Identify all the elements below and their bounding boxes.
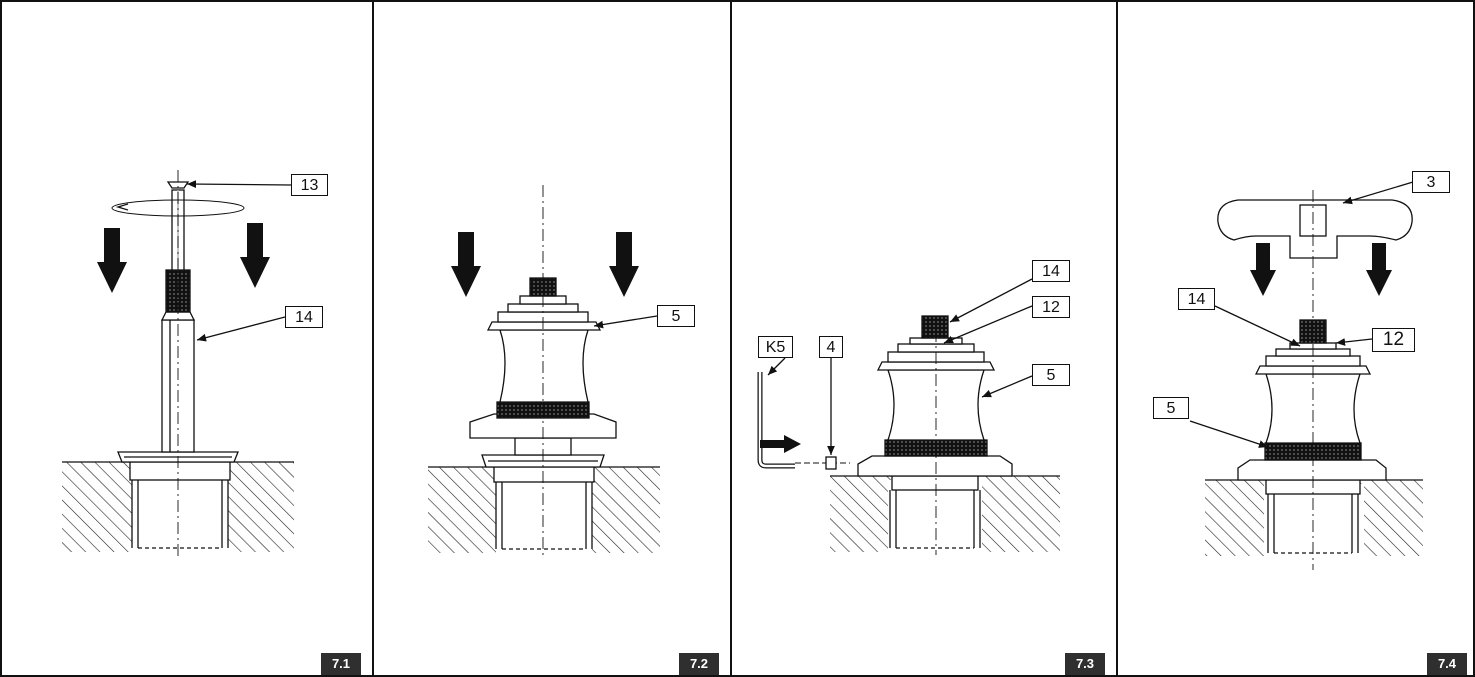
panel-7-3: K5 4 14 12 5 7.3	[731, 0, 1117, 677]
callout-k5: K5	[758, 336, 793, 358]
callout-14: 14	[285, 306, 323, 328]
callout-12: 12	[1032, 296, 1070, 318]
callout-5: 5	[1032, 364, 1070, 386]
callout-3: 3	[1412, 171, 1450, 193]
callout-14: 14	[1032, 260, 1070, 282]
callout-14: 14	[1178, 288, 1215, 310]
panel-number-badge: 7.4	[1427, 653, 1467, 675]
panel-7-4-drawing	[1189, 181, 1423, 570]
panel-number-badge: 7.2	[679, 653, 719, 675]
panel-number-badge: 7.3	[1065, 653, 1105, 675]
panel-number-badge: 7.1	[321, 653, 361, 675]
callout-4: 4	[819, 336, 843, 358]
callout-5: 5	[1153, 397, 1189, 419]
callout-12: 12	[1372, 328, 1415, 352]
panel-7-3-drawing	[757, 278, 1060, 555]
panel-7-1-drawing	[62, 170, 294, 560]
panel-7-2-drawing	[428, 185, 660, 555]
callout-5: 5	[657, 305, 695, 327]
panel-7-2: 5 7.2	[373, 0, 731, 677]
callout-13: 13	[291, 174, 328, 196]
panel-7-4: 3 14 12 5 7.4	[1117, 0, 1475, 677]
panel-7-1: 13 14 7.1	[0, 0, 373, 677]
